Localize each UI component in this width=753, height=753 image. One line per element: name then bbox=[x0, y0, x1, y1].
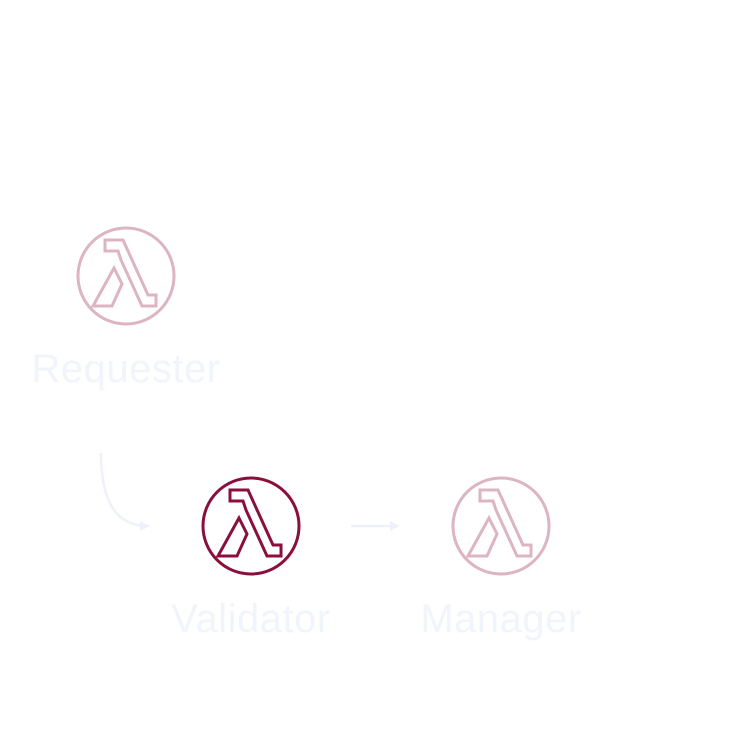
validator-label: Validator bbox=[171, 597, 331, 641]
manager-node[interactable]: Manager bbox=[391, 476, 611, 642]
requester-node[interactable]: Requester bbox=[16, 226, 236, 392]
lambda-icon bbox=[201, 476, 301, 576]
manager-label: Manager bbox=[420, 597, 582, 641]
validator-node[interactable]: Validator bbox=[141, 476, 361, 642]
requester-label: Requester bbox=[31, 347, 221, 391]
lambda-icon bbox=[451, 476, 551, 576]
edge-requester-to-validator bbox=[99, 452, 150, 531]
lambda-icon bbox=[76, 226, 176, 326]
